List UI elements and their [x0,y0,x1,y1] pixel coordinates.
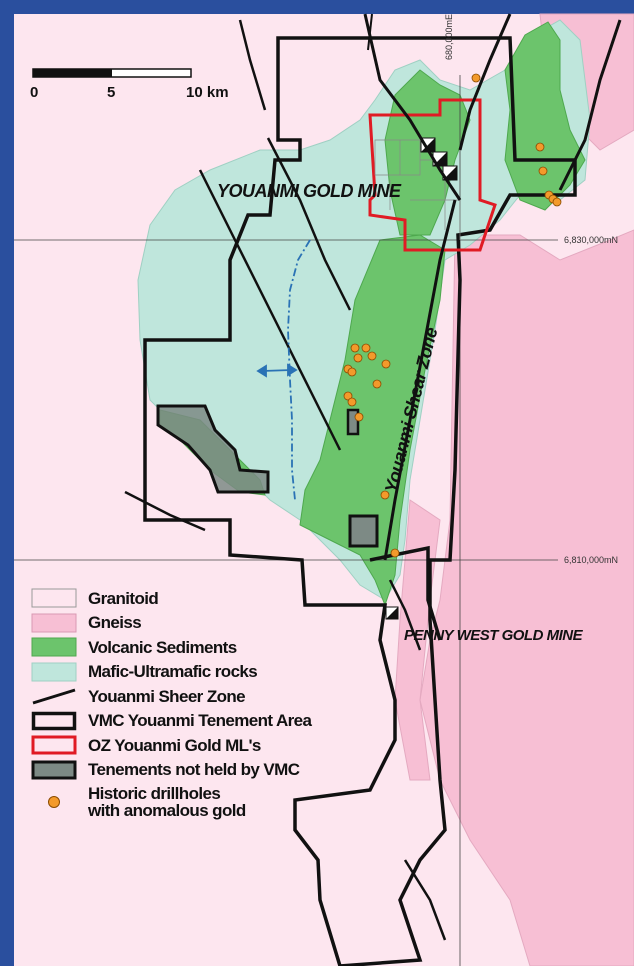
legend-label-shear-zone: Youanmi Sheer Zone [88,686,246,706]
oz-ml-outline [368,98,497,252]
faults [124,13,622,941]
fault-north [363,13,462,201]
scale-label-0: 0 [30,84,39,101]
legend-label-oz-ml: OZ Youanmi Gold ML's [88,735,261,755]
scale-label-10km: 10 km [186,84,229,101]
legend-item-gneiss: Gneiss [30,611,370,636]
legend-item-shear-zone: Youanmi Sheer Zone [30,684,370,709]
youanmi-gold-mine-label: YOUANMI GOLD MINE [217,181,401,201]
legend-label-vmc-tenement: VMC Youanmi Tenement Area [88,711,312,731]
scale-label-5: 5 [107,84,116,101]
legend-label-volcanic-sediments: Volcanic Sediments [88,637,237,657]
mine-symbol-penny-west [385,606,399,620]
penny-west-gold-mine-label: PENNY WEST GOLD MINE [404,627,583,644]
legend-label-gneiss: Gneiss [88,613,142,633]
legend-label-not-held: Tenements not held by VMC [88,760,300,780]
legend-label-drillholes: Historic drillholes with anomalous gold [88,784,246,820]
legend-label-mafic-ultramafic: Mafic-Ultramafic rocks [88,662,258,682]
volcanic-sediments-northeast [504,21,586,211]
grid-label-easting: 680,000mE [444,13,454,60]
legend-item-granitoid: Granitoid [30,586,370,611]
drillholes [343,73,562,558]
fold-axis [287,239,311,501]
legend-label-granitoid: Granitoid [88,588,159,608]
legend-item-oz-ml: OZ Youanmi Gold ML's [30,733,370,758]
tenement-not-held-south [348,514,379,548]
legend-item-volcanic-sediments: Volcanic Sediments [30,635,370,660]
lease-subdivisions [374,139,461,240]
volcanic-sediments-shear-belt [299,234,446,607]
gneiss-area-east [419,229,634,966]
scale-bar [32,68,192,78]
vmc-tenement-outline [143,36,577,966]
tenement-not-held-west [156,404,270,494]
legend-item-vmc-tenement: VMC Youanmi Tenement Area [30,709,370,734]
legend-item-not-held: Tenements not held by VMC [30,758,370,783]
youanmi-shear-zone-line [383,199,457,561]
tenement-not-held-small [346,408,360,436]
legend: Granitoid Gneiss Volcanic Sediments Mafi… [30,586,370,822]
mine-symbol-youanmi [420,137,458,181]
grid-label-northing-upper: 6,830,000mN [564,235,619,245]
fold-arrow [256,363,298,378]
legend-item-mafic-ultramafic: Mafic-Ultramafic rocks [30,660,370,685]
grid-label-northing-lower: 6,810,000mN [564,555,619,565]
legend-item-drillholes: Historic drillholes with anomalous gold [30,782,370,822]
